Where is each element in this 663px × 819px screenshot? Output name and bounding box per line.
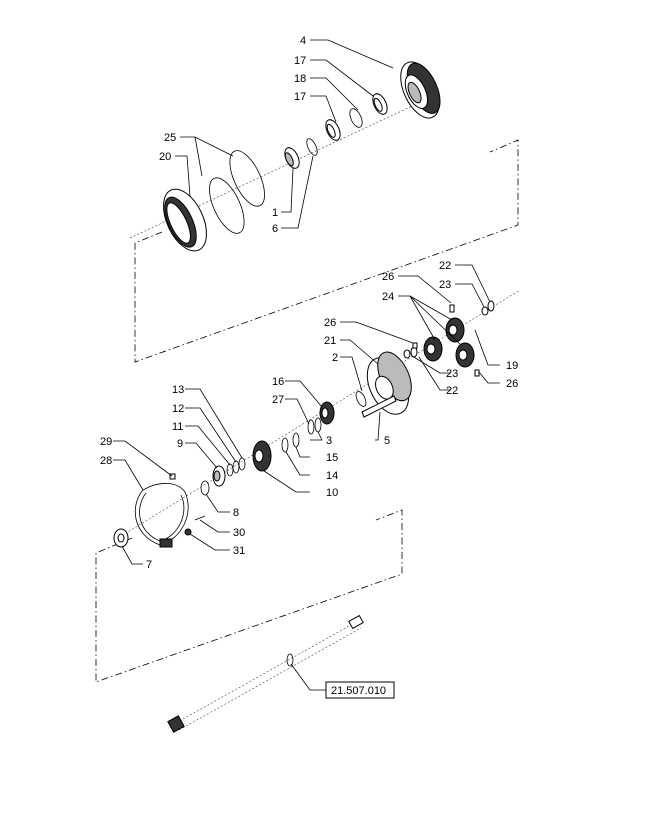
callout-26-middle: 26: [324, 317, 336, 329]
washer-22a: [487, 300, 495, 312]
shaft-spline-end: [167, 715, 185, 733]
leader-lines: [113, 39, 500, 691]
callout-labels: 4 17 18 17 25 20 1 6 22 23 26 24 26 21 2…: [100, 35, 518, 571]
reference-box-label: 21.507.010: [331, 685, 386, 697]
ring-11: [226, 463, 234, 477]
pin-26c: [474, 369, 480, 377]
ring-8: [200, 480, 210, 496]
callout-20: 20: [159, 151, 171, 163]
gear-10: [252, 440, 272, 472]
pin-5: [361, 395, 397, 418]
callout-22-top: 22: [439, 260, 451, 272]
shaft-upper-end: [348, 614, 364, 630]
bearing-17-upper: [372, 93, 388, 115]
callout-1: 1: [272, 207, 278, 219]
callout-29: 29: [100, 436, 112, 448]
ring-27: [307, 419, 315, 435]
callout-15: 15: [326, 452, 338, 464]
drive-shaft: [167, 614, 364, 733]
bearing-1: [284, 147, 300, 169]
reference-box[interactable]: 21.507.010: [325, 681, 395, 699]
sun-gear-group: [200, 401, 335, 496]
ring-15: [292, 432, 300, 448]
ring-13: [238, 457, 246, 471]
washer-7: [113, 528, 129, 548]
gear-4: [400, 61, 441, 119]
screw-29: [169, 473, 176, 480]
callout-25: 25: [164, 132, 176, 144]
callout-26-bottom: 26: [506, 378, 518, 390]
callout-28: 28: [100, 455, 112, 467]
brake-band-group: [113, 473, 206, 548]
bracket-28: [159, 538, 173, 548]
callout-23-bottom: 23: [446, 368, 458, 380]
callout-7: 7: [146, 559, 152, 571]
callout-31: 31: [233, 545, 245, 557]
callout-5: 5: [384, 435, 390, 447]
planet-gear-24a: [423, 336, 443, 362]
callout-24: 24: [382, 291, 394, 303]
ring-3: [314, 417, 322, 433]
callout-23-top: 23: [439, 279, 451, 291]
callout-3: 3: [326, 435, 332, 447]
callout-16: 16: [272, 376, 284, 388]
callout-11: 11: [172, 421, 183, 433]
callout-26-top: 26: [382, 271, 394, 283]
callout-9: 9: [177, 438, 183, 450]
upper-gear-group: [163, 61, 441, 252]
callout-6: 6: [272, 223, 278, 235]
callout-17-top: 17: [294, 55, 306, 67]
planet-carrier-21: [366, 351, 412, 415]
callout-13: 13: [172, 384, 184, 396]
ring-12: [232, 460, 240, 474]
callout-18: 18: [294, 73, 306, 85]
nut-31: [184, 528, 192, 536]
ring-14: [281, 437, 289, 453]
callout-8: 8: [233, 507, 239, 519]
callout-30: 30: [233, 527, 245, 539]
spacer-18: [349, 108, 363, 128]
callout-27: 27: [272, 394, 284, 406]
brake-band-28: [135, 483, 189, 546]
callout-22-bottom: 22: [446, 385, 458, 397]
callout-4: 4: [300, 35, 306, 47]
screw-30: [194, 515, 206, 521]
callout-21: 21: [324, 335, 336, 347]
bearing-9: [212, 465, 226, 487]
pin-26a: [449, 304, 455, 313]
callout-17-second: 17: [294, 91, 306, 103]
ring-gear-20: [163, 188, 207, 252]
planet-carrier-group: [355, 300, 495, 418]
planet-gear-24b: [445, 317, 465, 343]
ring-6: [306, 138, 318, 156]
callout-14: 14: [326, 470, 338, 482]
pin-26b: [412, 342, 418, 349]
washer-23a: [481, 306, 489, 316]
ring-2: [355, 391, 367, 407]
callout-19: 19: [506, 360, 518, 372]
gear-16: [319, 401, 335, 425]
planet-gear-24c: [455, 342, 475, 368]
callout-10: 10: [326, 487, 338, 499]
callout-12: 12: [172, 403, 184, 415]
snap-rings-25: [209, 150, 265, 234]
callout-2: 2: [332, 352, 338, 364]
washer-23b: [403, 349, 411, 359]
bearing-17-lower: [325, 119, 341, 141]
